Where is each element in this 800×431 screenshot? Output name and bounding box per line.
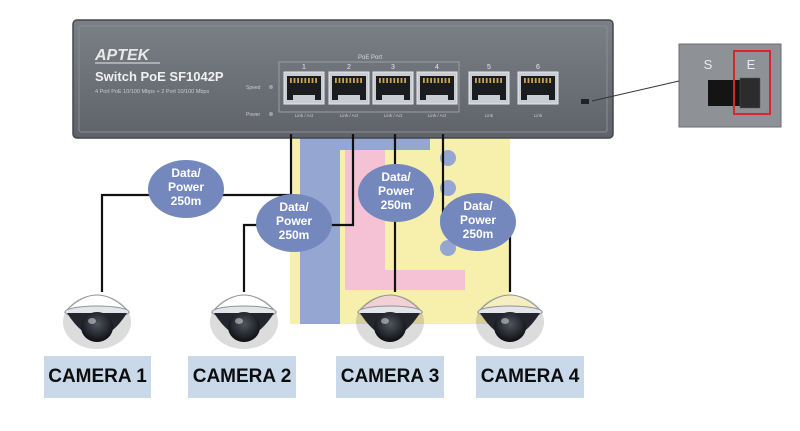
port-number-3: 3 — [391, 64, 395, 71]
port-number-6: 6 — [536, 64, 540, 71]
port-number-4: 4 — [435, 64, 439, 71]
camera-3-label: CAMERA 3 — [336, 356, 444, 398]
poe-port-group-label: PoE Port — [358, 55, 382, 61]
bubble-4-line2: Power — [460, 213, 496, 227]
switch-model: Switch PoE SF1042P — [95, 69, 224, 84]
port-status-label-5: Link — [485, 113, 494, 118]
port-status-label-1: Link / Act — [295, 113, 314, 118]
dome-camera-4 — [476, 294, 544, 349]
camera-4-label: CAMERA 4 — [476, 356, 584, 398]
port-status-label-4: Link / Act — [428, 113, 447, 118]
led-label-power: Power — [246, 112, 261, 118]
camera-2-label: CAMERA 2 — [188, 356, 296, 398]
inset-highlight-box — [733, 50, 771, 115]
bubble-4-line3: 250m — [463, 227, 494, 241]
inset-label-s: S — [704, 57, 713, 72]
port-number-1: 1 — [302, 64, 306, 71]
dip-switch[interactable] — [581, 99, 589, 104]
dome-camera-1 — [63, 294, 131, 349]
poe-port-group-frame — [278, 61, 460, 113]
bubble-1-line3: 250m — [171, 194, 202, 208]
bubble-2-line2: Power — [276, 214, 312, 228]
power-led — [269, 112, 273, 116]
port-number-2: 2 — [347, 64, 351, 71]
bubble-3-line3: 250m — [381, 198, 412, 212]
bubble-3-line2: Power — [378, 184, 414, 198]
port-status-label-2: Link / Act — [340, 113, 359, 118]
bubble-1-line1: Data/ — [171, 166, 201, 180]
bubble-4-line1: Data/ — [463, 199, 493, 213]
port-status-label-6: Link — [534, 113, 543, 118]
port-number-5: 5 — [487, 64, 491, 71]
speed-led — [269, 85, 273, 89]
poe-switch: APTEK Switch PoE SF1042P 4 Port PoE 10/1… — [72, 19, 614, 139]
bubble-2-line3: 250m — [279, 228, 310, 242]
switch-spec: 4 Port PoE 10/100 Mbps + 2 Port 10/100 M… — [95, 89, 209, 95]
inset-switch-toggle — [739, 77, 761, 109]
inset-label-e: E — [747, 57, 756, 72]
switch-brand: APTEK — [94, 47, 151, 64]
bubble-2-line1: Data/ — [279, 200, 309, 214]
dip-switch-inset: S E — [678, 43, 782, 128]
dome-camera-3 — [356, 294, 424, 349]
inset-leader-line — [591, 80, 680, 102]
camera-1-label: CAMERA 1 — [44, 356, 151, 398]
dome-camera-2 — [210, 294, 278, 349]
cameras — [63, 294, 544, 349]
led-label-speed: Speed — [246, 85, 261, 91]
port-status-label-3: Link / Act — [384, 113, 403, 118]
bubble-1-line2: Power — [168, 180, 204, 194]
bubble-3-line1: Data/ — [381, 170, 411, 184]
